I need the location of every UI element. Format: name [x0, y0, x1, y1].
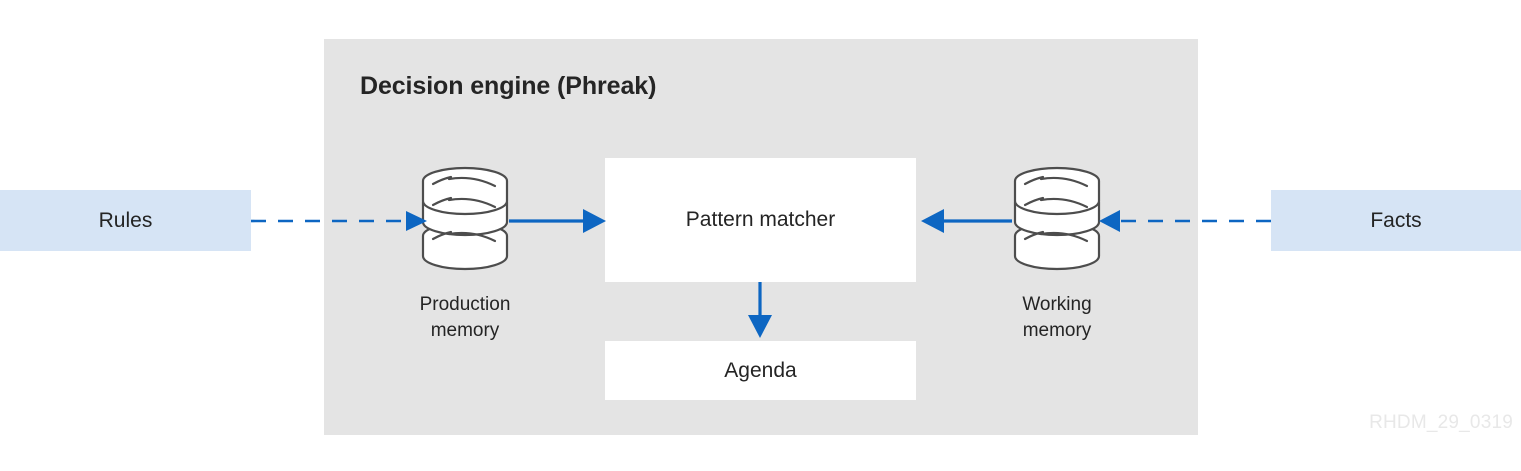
working-memory-caption-line1: Working [1022, 294, 1092, 315]
decision-engine-title: Decision engine (Phreak) [360, 72, 657, 100]
working-memory-caption: Working memory [947, 292, 1167, 344]
agenda-box: Agenda [605, 341, 916, 400]
pattern-matcher-label: Pattern matcher [685, 208, 836, 231]
database-cylinder-icon [421, 166, 509, 271]
rules-box: Rules [0, 190, 251, 251]
working-memory-caption-line2: memory [1022, 320, 1092, 341]
agenda-label: Agenda [724, 358, 797, 382]
production-memory-caption-line1: Production [419, 294, 511, 315]
facts-box: Facts [1271, 190, 1521, 251]
pattern-matcher-box: Pattern matcher [605, 158, 916, 282]
production-memory-caption-line2: memory [430, 320, 500, 341]
production-memory-caption: Production memory [355, 292, 575, 344]
rules-label: Rules [98, 208, 153, 232]
watermark-label: RHDM_29_0319 [1369, 412, 1513, 433]
database-cylinder-icon [1013, 166, 1101, 271]
facts-label: Facts [1370, 208, 1422, 232]
